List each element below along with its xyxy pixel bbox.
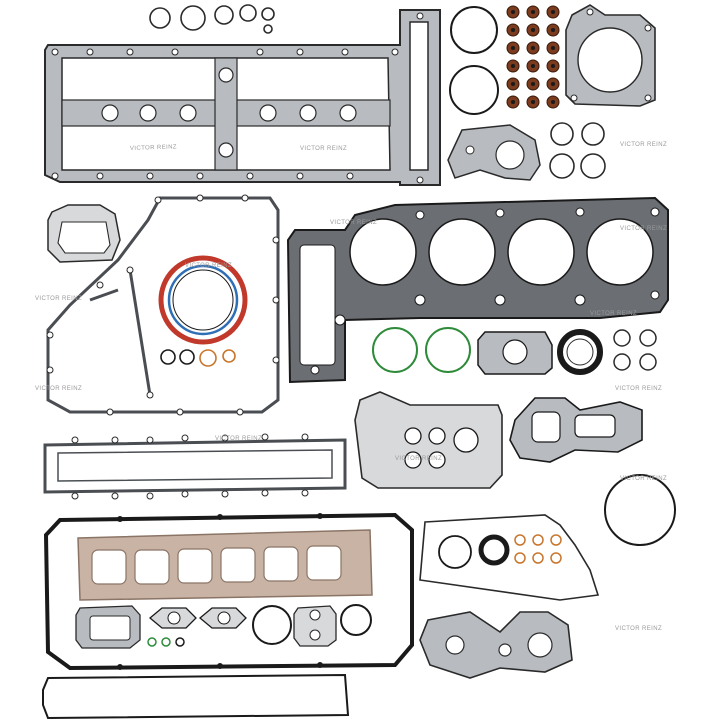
water-pump-gasket bbox=[477, 331, 553, 375]
svg-text:VICTOR REINZ: VICTOR REINZ bbox=[395, 456, 442, 462]
orings-right-mid bbox=[613, 329, 657, 371]
flange-gasket-top-right bbox=[565, 4, 656, 107]
svg-text:VICTOR REINZ: VICTOR REINZ bbox=[330, 220, 377, 226]
turbo-gasket bbox=[47, 204, 121, 263]
small-orings-left bbox=[160, 349, 236, 367]
tiny-orings-bottom bbox=[147, 637, 185, 647]
svg-text:VICTOR REINZ: VICTOR REINZ bbox=[615, 626, 662, 632]
svg-text:VICTOR REINZ: VICTOR REINZ bbox=[620, 142, 667, 148]
svg-text:VICTOR REINZ: VICTOR REINZ bbox=[300, 146, 347, 152]
large-oring-right bbox=[604, 474, 676, 546]
orings-right-upper bbox=[549, 122, 606, 179]
small-flange-gaskets bbox=[148, 607, 247, 629]
exhaust-manifold-gasket bbox=[77, 529, 373, 601]
bottom-strip-gasket bbox=[42, 673, 350, 720]
large-orings-top bbox=[449, 6, 499, 115]
top-orings bbox=[149, 4, 275, 34]
svg-text:VICTOR REINZ: VICTOR REINZ bbox=[130, 144, 177, 152]
svg-text:VICTOR REINZ: VICTOR REINZ bbox=[35, 296, 82, 302]
svg-text:VICTOR REINZ: VICTOR REINZ bbox=[620, 476, 667, 482]
valve-cover-gasket: VICTOR REINZ VICTOR REINZ bbox=[44, 9, 441, 186]
pump-gasket bbox=[447, 124, 541, 181]
valve-stem-seals bbox=[506, 5, 560, 109]
intake-gasket-strip bbox=[43, 433, 347, 500]
turbo-outlet-gasket bbox=[75, 605, 141, 649]
watermarks: VICTOR REINZ VICTOR REINZ VICTOR REINZ V… bbox=[35, 142, 667, 632]
square-flange-gasket bbox=[293, 605, 337, 647]
green-orings bbox=[372, 327, 471, 373]
svg-text:VICTOR REINZ: VICTOR REINZ bbox=[590, 311, 637, 317]
svg-text:VICTOR REINZ: VICTOR REINZ bbox=[620, 226, 667, 232]
svg-text:VICTOR REINZ: VICTOR REINZ bbox=[215, 436, 262, 442]
orings-bottom-center bbox=[252, 604, 372, 645]
svg-text:VICTOR REINZ: VICTOR REINZ bbox=[35, 386, 82, 392]
svg-text:VICTOR REINZ: VICTOR REINZ bbox=[185, 263, 232, 269]
crankshaft-seal: VICTOR REINZ bbox=[158, 255, 248, 345]
front-cover-gasket bbox=[419, 514, 600, 601]
filter-housing-gasket bbox=[419, 611, 573, 679]
svg-text:VICTOR REINZ: VICTOR REINZ bbox=[615, 386, 662, 392]
radial-seal bbox=[557, 329, 603, 375]
oil-cooler-gasket bbox=[354, 391, 503, 489]
cylinder-head-gasket: VICTOR REINZ VICTOR REINZ bbox=[286, 196, 669, 384]
egr-gasket bbox=[509, 397, 643, 463]
timing-cover-gasket bbox=[46, 194, 280, 416]
oil-pan-gasket bbox=[43, 512, 414, 671]
